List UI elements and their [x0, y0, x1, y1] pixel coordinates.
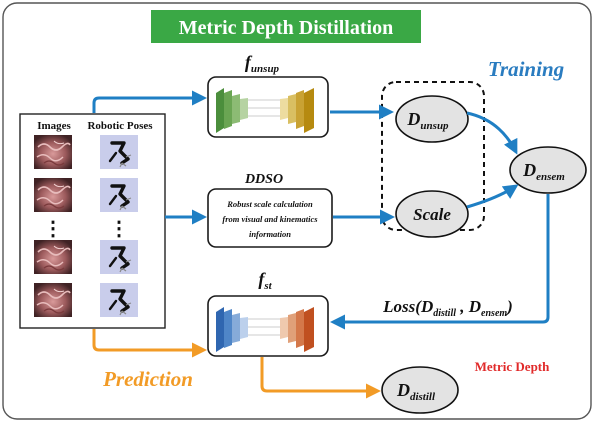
brain-image-icon [33, 134, 73, 170]
arrow-d-unsup-to-d-ensem [466, 111, 518, 155]
arrow-loss-feedback [330, 194, 550, 330]
pose-ellipsis: ⋮ [109, 218, 129, 240]
d-ensem-ellipse [509, 146, 587, 194]
d-distill-label: Ddistill [396, 380, 436, 403]
encoder-layer [216, 88, 224, 133]
ddso-title: DDSO [244, 172, 283, 187]
decoder-layer [280, 317, 288, 339]
encoder-layer [224, 90, 232, 129]
decoder-layer [296, 309, 304, 348]
d-distill-ellipse [381, 366, 459, 414]
arrow-input-to-f-st [92, 329, 207, 358]
brain-image-icon [33, 239, 73, 275]
d-unsup-ellipse [395, 95, 469, 143]
decoder-layer [288, 94, 296, 124]
ddso-line-2: from visual and kinematics [222, 214, 318, 224]
robotic-poses-label: Robotic Poses [87, 120, 153, 132]
decoder-layer [304, 88, 314, 133]
d-ensem-label: Densem [522, 160, 565, 183]
decoder-layer [280, 98, 288, 120]
scale-ellipse [395, 190, 469, 238]
decoder-layer [304, 307, 314, 352]
encoder-layer [240, 317, 248, 339]
f-unsup-network [207, 76, 329, 138]
d-distill-node: Ddistill [381, 366, 459, 414]
blue-arrows [92, 90, 550, 330]
image-ellipsis: ⋮ [43, 218, 63, 240]
ddso-line-3: information [249, 229, 291, 239]
encoder-layer [224, 309, 232, 348]
diagram-title: Metric Depth Distillation [179, 17, 393, 39]
encoder-layer [232, 94, 240, 124]
brain-image-icon [33, 177, 73, 213]
encoder-layer [216, 307, 224, 352]
scale-node: Scale [395, 190, 469, 238]
loss-label: Loss(Ddistill , Densem) [382, 297, 513, 319]
d-ensem-node: Densem [509, 146, 587, 194]
prediction-label: Prediction [102, 367, 193, 391]
robot-pose-icon [98, 133, 140, 171]
pose-column: ⋮ [98, 133, 140, 319]
f-st-network [207, 295, 329, 357]
title-banner-bg [151, 10, 421, 43]
robot-pose-icon [98, 176, 140, 214]
encoder-layer [240, 98, 248, 120]
scale-label: Scale [413, 205, 451, 224]
f-st-label: fst [258, 269, 272, 292]
ddso-box-frame [207, 188, 333, 248]
arrow-input-to-f-unsup [92, 90, 207, 113]
images-label: Images [37, 120, 71, 132]
encoder-layer [232, 313, 240, 343]
robot-pose-icon [98, 238, 140, 276]
metric-depth-label: Metric Depth [475, 359, 550, 374]
orange-arrows [92, 329, 381, 399]
ddso-line-1: Robust scale calculation [226, 199, 313, 209]
decoder-layer [288, 313, 296, 343]
arrow-scale-to-d-ensem [466, 184, 519, 209]
decoder-layer [296, 90, 304, 129]
image-column: ⋮ [33, 134, 73, 318]
brain-image-icon [33, 282, 73, 318]
d-unsup-label: Dunsup [406, 109, 449, 132]
robot-pose-icon [98, 281, 140, 319]
d-unsup-node: Dunsup [395, 95, 469, 143]
f-unsup-label: funsup [245, 52, 280, 75]
title-banner: Metric Depth Distillation [151, 10, 421, 43]
training-label: Training [488, 57, 564, 81]
input-panel: Images Robotic Poses ⋮ ⋮ [19, 113, 166, 329]
ddso-box: Robust scale calculation from visual and… [207, 188, 333, 248]
arrow-f-st-to-d-distill [260, 357, 381, 399]
